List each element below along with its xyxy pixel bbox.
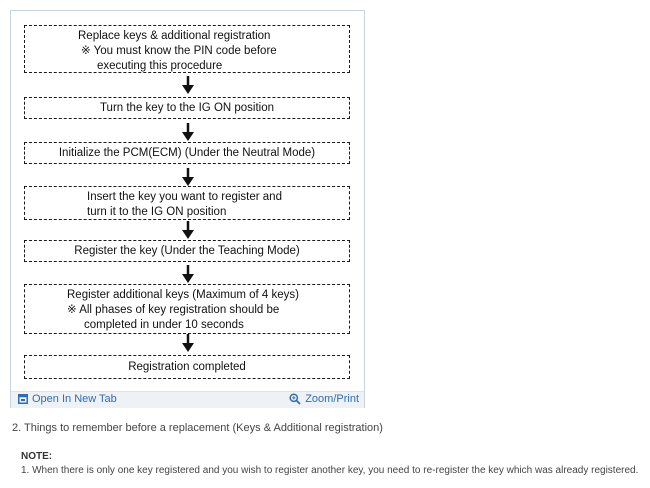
flow-step-replace-keys: Replace keys & additional registration ※…	[24, 25, 350, 73]
flow-step-register-additional: Register additional keys (Maximum of 4 k…	[24, 284, 350, 334]
figure-frame: Replace keys & additional registration ※…	[10, 10, 365, 408]
flow-step-text: Register additional keys (Maximum of 4 k…	[67, 289, 299, 301]
flow-step-text: Initialize the PCM(ECM) (Under the Neutr…	[58, 146, 316, 159]
flow-step-text: ※ All phases of key registration should …	[67, 304, 280, 316]
flow-step-turn-key: Turn the key to the IG ON position	[24, 97, 350, 119]
note-item: 1. When there is only one key registered…	[21, 465, 639, 476]
flow-step-text: executing this procedure	[97, 60, 223, 72]
down-arrow-icon	[182, 265, 194, 283]
flow-step-initialize-pcm: Initialize the PCM(ECM) (Under the Neutr…	[24, 142, 350, 164]
open-in-new-tab-label: Open In New Tab	[32, 393, 117, 405]
flow-step-text: Insert the key you want to register and	[87, 191, 282, 203]
flow-step-text: Replace keys & additional registration	[78, 30, 271, 42]
down-arrow-icon	[182, 123, 194, 141]
flow-step-text: ※ You must know the PIN code before	[81, 45, 277, 57]
flow-step-text: Register the key (Under the Teaching Mod…	[74, 244, 300, 257]
flow-step-text: Turn the key to the IG ON position	[99, 101, 275, 114]
down-arrow-icon	[182, 76, 194, 94]
flow-step-text: turn it to the IG ON position	[87, 206, 227, 218]
zoom-print-link[interactable]: Zoom/Print	[289, 393, 359, 405]
magnifier-icon	[289, 393, 301, 405]
down-arrow-icon	[182, 168, 194, 186]
flow-step-register-key: Register the key (Under the Teaching Mod…	[24, 240, 350, 262]
flow-step-text: completed in under 10 seconds	[84, 319, 244, 331]
flow-step-text: Registration completed	[128, 360, 246, 373]
open-in-new-tab-icon	[18, 394, 28, 404]
zoom-print-label: Zoom/Print	[305, 393, 359, 405]
flow-step-registration-completed: Registration completed	[24, 355, 350, 379]
flow-step-insert-key: Insert the key you want to register and …	[24, 186, 350, 220]
figure-toolbar: Open In New Tab Zoom/Print	[11, 391, 364, 408]
key-registration-flowchart: Replace keys & additional registration ※…	[11, 11, 366, 391]
open-in-new-tab-link[interactable]: Open In New Tab	[18, 393, 117, 405]
note-title: NOTE:	[21, 451, 53, 462]
section-caption: 2. Things to remember before a replaceme…	[12, 422, 383, 434]
down-arrow-icon	[182, 334, 194, 352]
down-arrow-icon	[182, 221, 194, 239]
